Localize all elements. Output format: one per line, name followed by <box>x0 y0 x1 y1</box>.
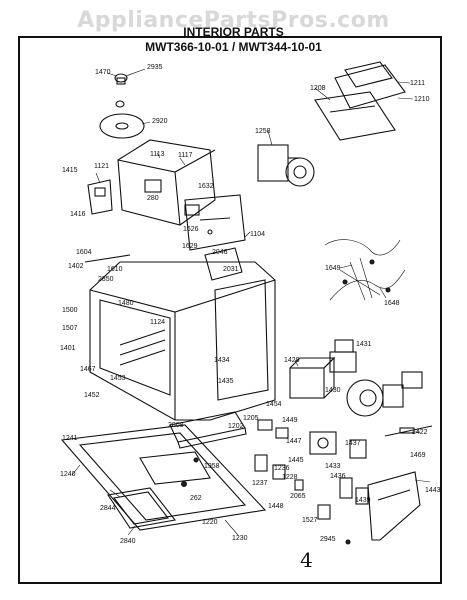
part-label: 1448 <box>268 503 284 510</box>
part-label: 1470 <box>95 69 111 76</box>
turntable-motor-icon <box>114 73 128 108</box>
part-label: 1202 <box>228 423 244 430</box>
part-label: 1428 <box>284 357 300 364</box>
part-label: 1104 <box>250 231 265 238</box>
part-label: 1447 <box>286 438 302 445</box>
part-label: 1469 <box>410 452 426 459</box>
door-glass-icon <box>107 487 176 529</box>
part-label: 1434 <box>214 357 230 364</box>
rod-icon <box>84 254 131 263</box>
part-label: 1648 <box>384 300 400 307</box>
part-label: 1629 <box>182 243 198 250</box>
fan-motor-icon <box>257 144 315 187</box>
part-label: 262 <box>190 495 202 502</box>
door-latch-bracket-icon <box>367 471 421 541</box>
back-panel-icon <box>184 194 246 251</box>
model-numbers: MWT366-10-01 / MWT344-10-01 <box>145 40 322 54</box>
part-label: 2920 <box>152 118 168 125</box>
part-label: 1436 <box>330 473 346 480</box>
leader-lines <box>71 68 431 536</box>
part-label: 1241 <box>62 435 78 442</box>
part-label: 2840 <box>120 538 136 545</box>
part-label: 1416 <box>70 211 86 218</box>
watermark: AppliancePartsPros.com <box>77 8 390 33</box>
part-label: 1236 <box>274 465 290 472</box>
magnetron-icon <box>346 371 423 417</box>
part-label: 1211 <box>410 80 425 87</box>
noise-filter-icon <box>309 431 337 455</box>
part-label: 1443 <box>425 487 441 494</box>
part-label: 1228 <box>282 474 298 481</box>
exhaust-duct-icon <box>169 411 247 449</box>
part-label: 1230 <box>232 535 248 542</box>
diode-rod-icon <box>384 425 433 437</box>
part-label: 1117 <box>178 152 193 159</box>
part-label: 2844 <box>100 505 116 512</box>
part-label: 1210 <box>414 96 430 103</box>
part-label: 2945 <box>320 536 336 543</box>
part-label: 1431 <box>356 341 372 348</box>
capacitor-icon <box>329 339 357 373</box>
part-label: 1437 <box>345 440 361 447</box>
part-label: 1220 <box>202 519 218 526</box>
door-frame-icon <box>60 424 267 531</box>
part-label: 1452 <box>84 392 100 399</box>
part-label: 1467 <box>80 366 96 373</box>
part-label: 2850 <box>98 276 114 283</box>
part-label: 1422 <box>412 429 428 436</box>
part-label: 1205 <box>243 415 259 422</box>
transformer-icon <box>289 356 336 399</box>
part-label: 1240 <box>60 471 76 478</box>
part-label: 1453 <box>110 375 126 382</box>
part-label: 1507 <box>62 325 78 332</box>
part-label: 1610 <box>107 266 123 273</box>
part-label: 1435 <box>218 378 234 385</box>
part-label: 1500 <box>62 307 78 314</box>
vent-cover-icon <box>334 61 406 109</box>
part-label: 1208 <box>310 85 326 92</box>
part-label: 1258 <box>255 128 271 135</box>
part-label: 1402 <box>68 263 84 270</box>
diagram-frame <box>18 36 442 584</box>
part-label: 280 <box>147 195 159 202</box>
diagram-title: INTERIOR PARTS <box>183 25 284 39</box>
part-label: 1113 <box>150 151 165 158</box>
cavity-duct-icon <box>204 247 243 281</box>
part-label: 1430 <box>325 387 341 394</box>
part-label: 1401 <box>60 345 76 352</box>
screw-icon <box>181 457 351 545</box>
interlock-switch-icon <box>317 439 369 520</box>
part-label: 1649 <box>325 265 341 272</box>
vent-grille-icon <box>314 91 396 141</box>
part-labels: 1470 2935 2920 1121 1415 1416 1113 1117 … <box>60 64 441 545</box>
part-label: 1449 <box>282 417 298 424</box>
part-label: 1958 <box>204 463 220 470</box>
part-label: 2935 <box>147 64 163 71</box>
oven-cavity-icon <box>89 261 276 421</box>
part-label: 1439 <box>355 497 371 504</box>
part-label: 1632 <box>198 183 214 190</box>
part-label: 1415 <box>62 167 78 174</box>
part-label: 1445 <box>288 457 304 464</box>
part-label: 1454 <box>266 401 282 408</box>
turntable-tray-icon <box>99 113 145 139</box>
part-label: 1604 <box>76 249 92 256</box>
part-label: 1626 <box>183 226 199 233</box>
part-label: 1124 <box>150 319 165 326</box>
part-label: 2065 <box>290 493 306 500</box>
part-label: 1480 <box>118 300 134 307</box>
part-label: 2808 <box>168 422 184 429</box>
small-bracket-icon <box>87 179 113 215</box>
part-label: 2031 <box>223 266 239 273</box>
switch-cluster-icon <box>254 419 304 491</box>
page-number: 4 <box>300 548 313 572</box>
fan-housing-icon <box>117 139 216 226</box>
part-label: 2046 <box>212 249 228 256</box>
part-label: 1121 <box>94 163 109 170</box>
part-label: 1237 <box>252 480 268 487</box>
part-label: 1527 <box>302 517 318 524</box>
part-label: 1433 <box>325 463 341 470</box>
wire-harness-icon <box>324 239 406 301</box>
